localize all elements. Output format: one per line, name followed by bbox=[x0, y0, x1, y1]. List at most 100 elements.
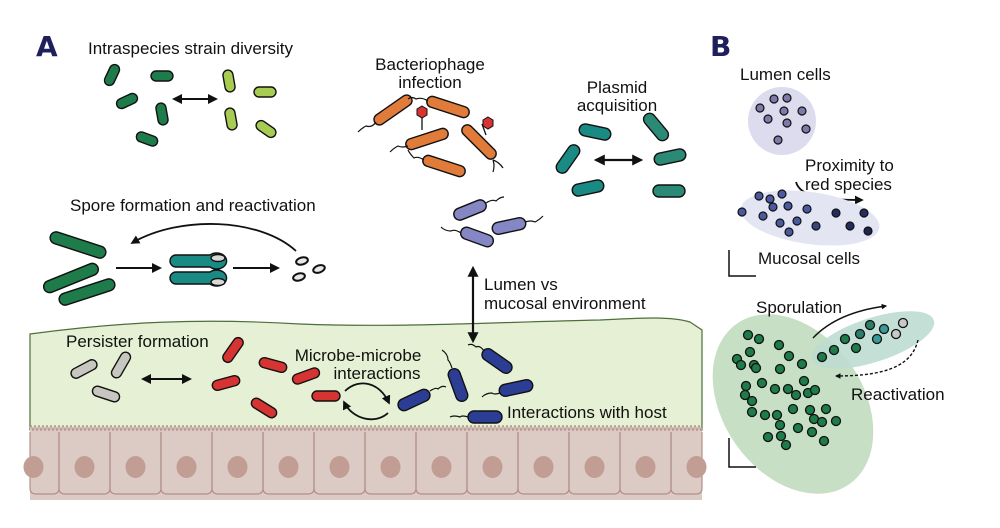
vegetative-cell bbox=[816, 416, 828, 428]
lumen-bacteria bbox=[453, 199, 527, 248]
label-strain-diversity: Intraspecies strain diversity bbox=[88, 39, 294, 58]
vegetative-cell-dots bbox=[731, 329, 842, 451]
vegetative-cell bbox=[746, 406, 758, 418]
vegetative-cell bbox=[775, 430, 787, 442]
mucosal-cell-dots bbox=[737, 189, 873, 237]
cell-nucleus bbox=[482, 456, 503, 478]
epithelium bbox=[23, 425, 707, 500]
epithelial-cell bbox=[619, 432, 672, 495]
vegetative-cell bbox=[790, 389, 802, 401]
vegetative-cell bbox=[818, 435, 830, 447]
plasmid-donor-bacteria bbox=[555, 123, 612, 197]
flagella bbox=[357, 96, 504, 173]
epithelial-cell bbox=[109, 432, 162, 495]
vegetative-cell bbox=[771, 409, 783, 421]
spores bbox=[292, 256, 326, 282]
vegetative-cell bbox=[796, 358, 808, 370]
cell-nucleus bbox=[125, 456, 146, 478]
vegetative-cell bbox=[792, 422, 804, 434]
epithelial-cell bbox=[211, 432, 264, 495]
reactivation-dashed-arrow bbox=[834, 339, 919, 379]
vegetative-cell bbox=[756, 377, 768, 389]
axis-corner-top bbox=[728, 250, 756, 277]
red-species-cells bbox=[211, 336, 341, 419]
panel-a-letter: A bbox=[36, 30, 58, 63]
vegetative-cell bbox=[773, 339, 785, 351]
vegetative-cell bbox=[804, 404, 816, 416]
cell-nucleus bbox=[533, 456, 554, 478]
epithelial-cell bbox=[415, 432, 468, 495]
microvilli bbox=[29, 425, 703, 431]
label-host: Interactions with host bbox=[507, 403, 667, 422]
vegetative-cell bbox=[735, 359, 747, 371]
vegetative-cell bbox=[759, 409, 771, 421]
vegetative-cell bbox=[753, 333, 765, 345]
vegetative-cell bbox=[742, 329, 754, 341]
vegetative-cell bbox=[820, 403, 832, 415]
lumen-flagella bbox=[440, 196, 544, 234]
label-plasmid-2: acquisition bbox=[577, 96, 657, 115]
vegetative-cell bbox=[746, 395, 758, 407]
cell-nucleus bbox=[431, 456, 452, 478]
label-proximity-1: Proximity to bbox=[805, 156, 894, 175]
epithelial-cell bbox=[466, 432, 519, 495]
cell-nucleus bbox=[74, 456, 95, 478]
axis-corner-bottom bbox=[728, 438, 756, 468]
spore-cell-dots bbox=[816, 317, 909, 363]
vegetative-cell bbox=[750, 362, 762, 374]
label-lumen-2: mucosal environment bbox=[484, 294, 646, 313]
epithelial-cell bbox=[670, 432, 703, 495]
lumen-cell-dots bbox=[755, 93, 811, 145]
plasmid-recipient-bacteria bbox=[642, 112, 687, 198]
sporulating-cells bbox=[169, 252, 228, 287]
interaction-arrow-bottom bbox=[343, 400, 389, 421]
epithelial-cell bbox=[29, 432, 60, 495]
cell-nucleus bbox=[176, 456, 197, 478]
epithelial-cell bbox=[568, 432, 621, 495]
vegetative-cell bbox=[774, 419, 786, 431]
epithelial-cell bbox=[313, 432, 366, 495]
persister-cells bbox=[70, 351, 132, 403]
vegetative-cell bbox=[830, 415, 842, 427]
mucus-layer bbox=[29, 317, 703, 431]
vegetative-cell bbox=[809, 384, 821, 396]
epithelial-cell bbox=[364, 432, 417, 495]
label-spore: Spore formation and reactivation bbox=[70, 196, 316, 215]
cell-nucleus bbox=[23, 456, 44, 478]
label-mucosal-cells: Mucosal cells bbox=[758, 249, 860, 268]
phage-icons bbox=[416, 105, 494, 136]
vegetative-cell bbox=[806, 426, 818, 438]
cell-nucleus bbox=[329, 456, 350, 478]
lumen-cells-region bbox=[748, 87, 816, 155]
label-microbe-2: interactions bbox=[334, 364, 421, 383]
epithelial-cell bbox=[58, 432, 111, 495]
label-plasmid-1: Plasmid bbox=[587, 78, 647, 97]
vegetative-cell bbox=[774, 363, 786, 375]
vegetative-cell bbox=[787, 403, 799, 415]
vegetative-cell bbox=[798, 375, 810, 387]
label-reactivation: Reactivation bbox=[851, 385, 945, 404]
phage-bacteria bbox=[373, 94, 497, 178]
label-phage-1: Bacteriophage bbox=[375, 55, 485, 74]
cell-nucleus bbox=[227, 456, 248, 478]
vegetative-cell bbox=[782, 383, 794, 395]
panel-b-letter: B bbox=[710, 30, 731, 63]
vegetative-cell bbox=[744, 346, 756, 358]
cell-nucleus bbox=[686, 456, 707, 478]
vegetative-cell bbox=[762, 431, 774, 443]
epithelial-cell bbox=[517, 432, 570, 495]
mucosal-flagella bbox=[429, 343, 501, 418]
label-sporulation: Sporulation bbox=[756, 298, 842, 317]
vegetative-cell bbox=[740, 380, 752, 392]
reactivation-arrow bbox=[130, 223, 297, 252]
vegetative-cell bbox=[780, 439, 792, 451]
cell-nucleus bbox=[278, 456, 299, 478]
spore-vegetative-cells bbox=[42, 231, 116, 306]
epithelial-cell bbox=[160, 432, 213, 495]
sporulation-arrow bbox=[812, 303, 888, 339]
vegetative-cell bbox=[783, 350, 795, 362]
cell-nucleus bbox=[635, 456, 656, 478]
label-microbe-1: Microbe-microbe bbox=[295, 346, 422, 365]
label-lumen-1: Lumen vs bbox=[484, 275, 558, 294]
